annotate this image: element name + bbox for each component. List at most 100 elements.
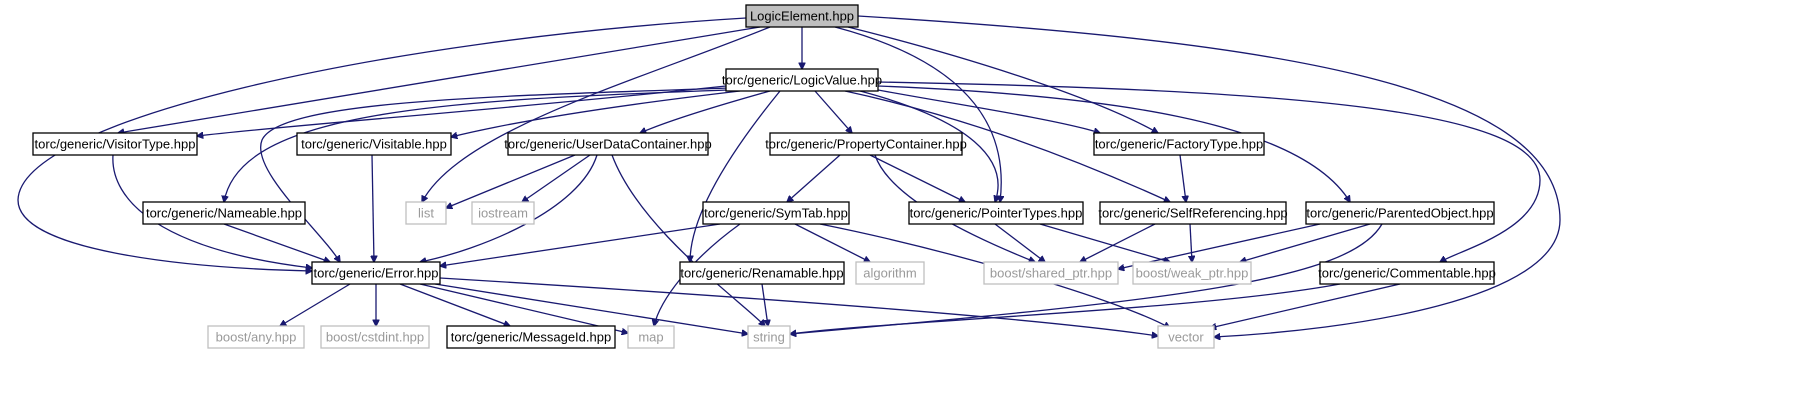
edge-logic-value-to-parented-object bbox=[877, 85, 1350, 202]
edge-logic-element-to-error bbox=[17, 17, 747, 271]
node-list: list bbox=[405, 201, 447, 225]
node-algorithm: algorithm bbox=[855, 261, 925, 285]
node-shared-ptr: boost/shared_ptr.hpp bbox=[983, 261, 1119, 285]
node-label: iostream bbox=[478, 206, 528, 221]
node-box bbox=[142, 201, 306, 225]
node-user-data-container[interactable]: torc/generic/UserDataContainer.hpp bbox=[504, 132, 712, 156]
node-self-referencing[interactable]: torc/generic/SelfReferencing.hpp bbox=[1098, 201, 1288, 225]
node-iostream: iostream bbox=[471, 201, 535, 225]
edge-logic-element-to-factory-type bbox=[847, 26, 1158, 133]
node-label: torc/generic/Renamable.hpp bbox=[680, 266, 843, 281]
node-box bbox=[1157, 325, 1215, 349]
node-nameable[interactable]: torc/generic/Nameable.hpp bbox=[142, 201, 306, 225]
edge-logic-value-to-nameable bbox=[224, 89, 729, 202]
node-box bbox=[311, 261, 441, 285]
node-boost-any: boost/any.hpp bbox=[207, 325, 305, 349]
node-box bbox=[679, 261, 845, 285]
edge-logic-element-to-list bbox=[422, 26, 771, 202]
edge-error-to-message-id bbox=[399, 283, 510, 326]
node-label: torc/generic/Error.hpp bbox=[313, 266, 438, 281]
node-label: torc/generic/PointerTypes.hpp bbox=[910, 206, 1083, 221]
node-box bbox=[725, 68, 879, 92]
node-box bbox=[207, 325, 305, 349]
node-label: torc/generic/Commentable.hpp bbox=[1318, 266, 1496, 281]
edge-property-container-to-sym-tab bbox=[787, 154, 841, 202]
node-label: boost/cstdint.hpp bbox=[326, 330, 424, 345]
node-label: torc/generic/Visitable.hpp bbox=[301, 137, 447, 152]
edge-error-to-vector bbox=[439, 277, 1158, 336]
node-label: torc/generic/UserDataContainer.hpp bbox=[504, 137, 711, 152]
node-error[interactable]: torc/generic/Error.hpp bbox=[311, 261, 441, 285]
edge-user-data-container-to-list bbox=[446, 154, 576, 208]
node-label: torc/generic/ParentedObject.hpp bbox=[1306, 206, 1493, 221]
edge-visitable-to-error bbox=[372, 154, 374, 262]
node-box bbox=[507, 132, 709, 156]
node-renamable[interactable]: torc/generic/Renamable.hpp bbox=[679, 261, 845, 285]
edge-parented-object-to-string bbox=[790, 223, 1383, 334]
edge-parented-object-to-weak-ptr bbox=[1240, 223, 1371, 262]
node-box bbox=[908, 201, 1084, 225]
node-visitable[interactable]: torc/generic/Visitable.hpp bbox=[296, 132, 452, 156]
edge-user-data-container-to-iostream bbox=[522, 154, 591, 202]
edge-error-to-string bbox=[434, 283, 748, 334]
edge-logic-element-to-vector bbox=[857, 15, 1561, 337]
edge-logic-element-to-visitor-type bbox=[118, 26, 761, 133]
node-label: string bbox=[753, 330, 785, 345]
node-boost-cstdint: boost/cstdint.hpp bbox=[320, 325, 430, 349]
node-label: torc/generic/Nameable.hpp bbox=[146, 206, 302, 221]
node-box bbox=[320, 325, 430, 349]
edge-logic-value-to-error bbox=[259, 87, 731, 262]
node-box bbox=[296, 132, 452, 156]
node-factory-type[interactable]: torc/generic/FactoryType.hpp bbox=[1093, 132, 1265, 156]
node-box bbox=[747, 325, 791, 349]
node-visitor-type[interactable]: torc/generic/VisitorType.hpp bbox=[32, 132, 198, 156]
node-label: map bbox=[638, 330, 663, 345]
node-label: torc/generic/MessageId.hpp bbox=[451, 330, 611, 345]
edge-self-referencing-to-weak-ptr bbox=[1190, 223, 1192, 262]
node-logic-value[interactable]: torc/generic/LogicValue.hpp bbox=[722, 68, 882, 92]
edge-logic-value-to-property-container bbox=[814, 90, 852, 133]
node-label: algorithm bbox=[863, 266, 916, 281]
edge-pointer-types-to-weak-ptr bbox=[1039, 223, 1170, 262]
node-label: torc/generic/PropertyContainer.hpp bbox=[765, 137, 967, 152]
edge-commentable-to-string bbox=[790, 283, 1341, 334]
nodes-layer: LogicElement.hpp torc/generic/LogicValue.… bbox=[32, 4, 1496, 349]
edge-user-data-container-to-string bbox=[611, 154, 765, 326]
edge-sym-tab-to-error bbox=[440, 223, 721, 266]
edge-logic-value-to-renamable bbox=[690, 90, 781, 262]
node-box bbox=[1093, 132, 1265, 156]
node-label: list bbox=[418, 206, 434, 221]
edge-logic-value-to-visitor-type bbox=[197, 85, 727, 136]
node-box bbox=[745, 4, 859, 28]
node-sym-tab[interactable]: torc/generic/SymTab.hpp bbox=[702, 201, 850, 225]
node-commentable[interactable]: torc/generic/Commentable.hpp bbox=[1318, 261, 1496, 285]
node-label: torc/generic/FactoryType.hpp bbox=[1095, 137, 1263, 152]
node-box bbox=[1132, 261, 1252, 285]
node-label: torc/generic/SymTab.hpp bbox=[704, 206, 848, 221]
node-message-id[interactable]: torc/generic/MessageId.hpp bbox=[446, 325, 616, 349]
node-label: boost/any.hpp bbox=[216, 330, 297, 345]
edge-error-to-map bbox=[419, 283, 628, 333]
node-label: torc/generic/VisitorType.hpp bbox=[35, 137, 196, 152]
node-label: vector bbox=[1168, 330, 1204, 345]
edge-logic-value-to-self-referencing bbox=[844, 90, 1170, 202]
edge-logic-element-to-pointer-types bbox=[834, 26, 1001, 202]
edge-logic-value-to-user-data-container bbox=[640, 90, 771, 133]
node-box bbox=[1305, 201, 1495, 225]
node-box bbox=[1319, 261, 1495, 285]
edge-self-referencing-to-shared-ptr bbox=[1080, 223, 1156, 262]
node-parented-object[interactable]: torc/generic/ParentedObject.hpp bbox=[1305, 201, 1495, 225]
node-logic-element: LogicElement.hpp bbox=[745, 4, 859, 28]
node-property-container[interactable]: torc/generic/PropertyContainer.hpp bbox=[765, 132, 967, 156]
edge-logic-value-to-visitable bbox=[451, 90, 741, 137]
edge-logic-value-to-commentable bbox=[877, 81, 1541, 262]
edge-logic-value-to-pointer-types bbox=[859, 90, 998, 202]
node-box bbox=[405, 201, 447, 225]
edge-logic-value-to-factory-type bbox=[877, 89, 1100, 133]
edge-error-to-boost-any bbox=[280, 283, 351, 326]
node-pointer-types[interactable]: torc/generic/PointerTypes.hpp bbox=[908, 201, 1084, 225]
node-box bbox=[471, 201, 535, 225]
node-label: torc/generic/SelfReferencing.hpp bbox=[1098, 206, 1287, 221]
edges-layer bbox=[17, 15, 1561, 337]
